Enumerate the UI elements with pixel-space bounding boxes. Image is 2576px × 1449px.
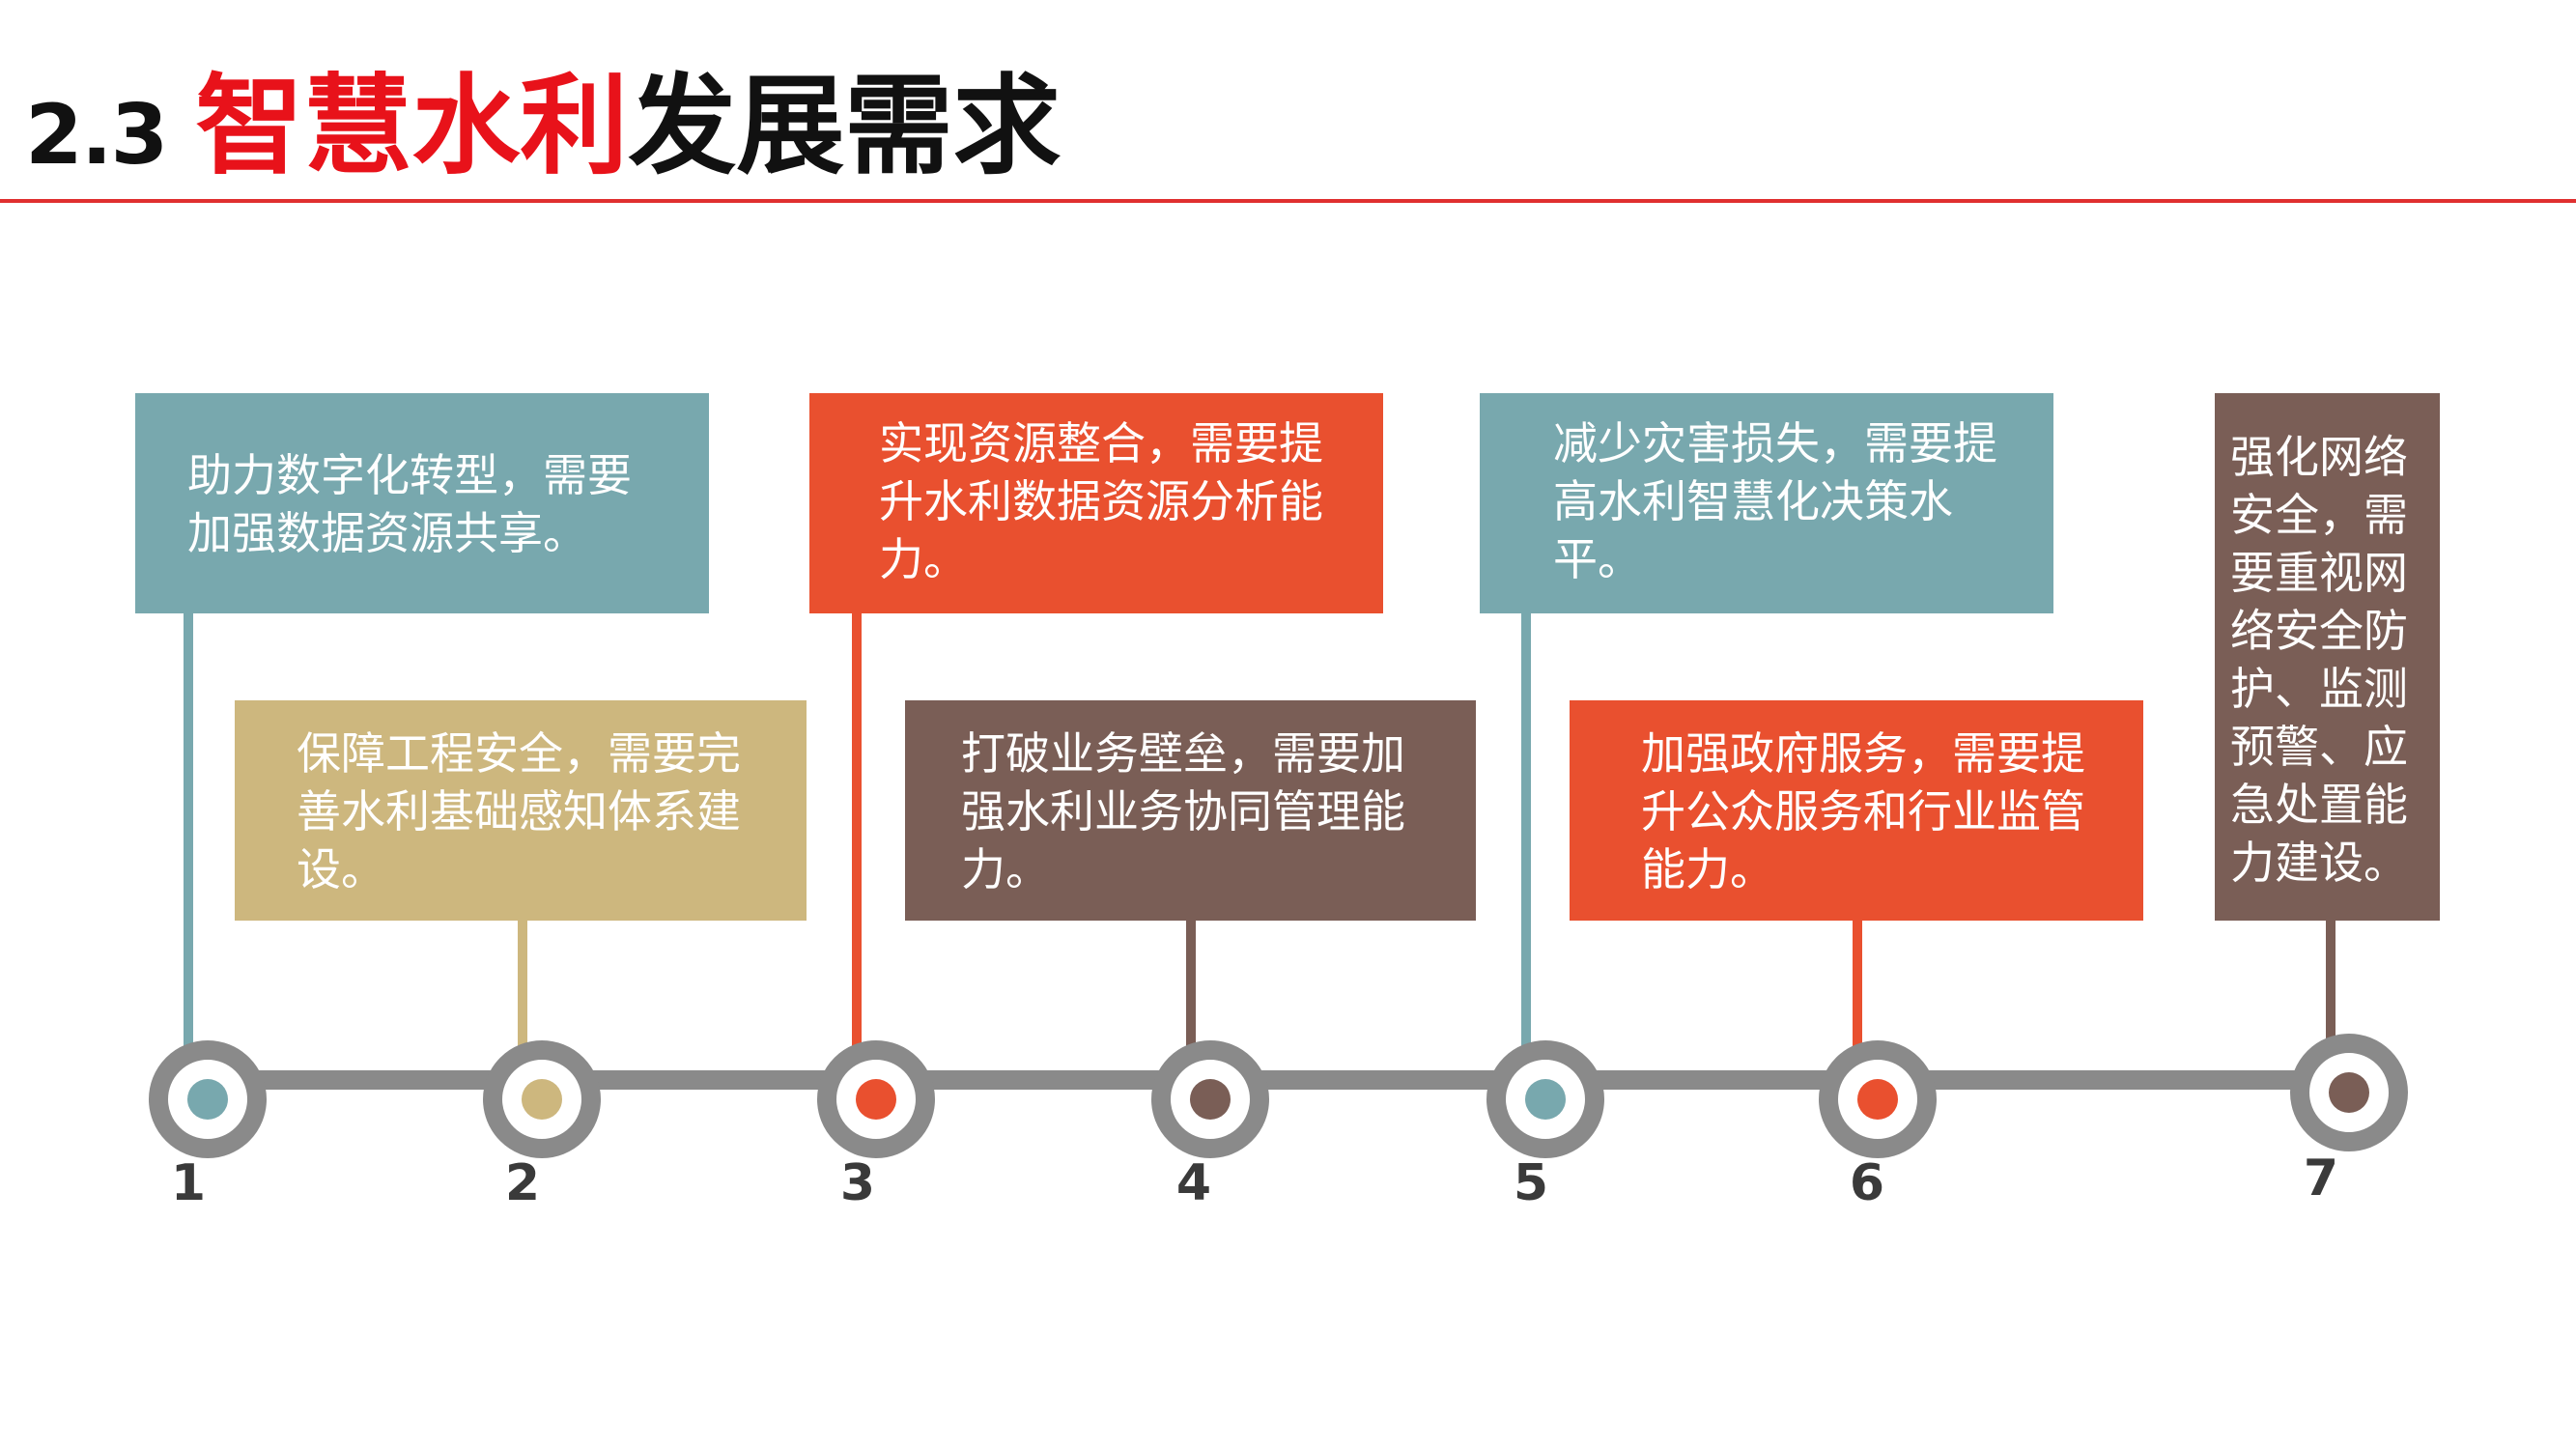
step-label-2: 2 [504, 1154, 541, 1212]
timeline-node-5 [1486, 1040, 1604, 1158]
connector-3 [852, 612, 862, 1072]
step-label-1: 1 [170, 1154, 207, 1212]
page-title: 2.3 智慧水利 发展需求 [25, 39, 1061, 189]
step-text-3: 实现资源整合，需要提升水利数据资源分析能力。 [879, 417, 1323, 585]
step-text-4: 打破业务壁垒，需要加强水利业务协同管理能力。 [961, 727, 1405, 895]
title-divider [0, 199, 2576, 203]
connector-6 [1853, 920, 1862, 1072]
timeline-node-2 [483, 1040, 601, 1158]
connector-7 [2326, 920, 2335, 1055]
step-box-7: 强化网络安全，需要重视网络安全防护、监测预警、应急处置能力建设。 [2215, 393, 2440, 921]
node-dot-5 [1525, 1079, 1566, 1120]
step-label-4: 4 [1175, 1154, 1212, 1212]
node-dot-6 [1857, 1079, 1898, 1120]
timeline-node-4 [1151, 1040, 1269, 1158]
connector-1 [184, 612, 193, 1072]
step-label-3: 3 [839, 1154, 876, 1212]
step-box-3: 实现资源整合，需要提升水利数据资源分析能力。 [809, 393, 1383, 613]
step-box-4: 打破业务壁垒，需要加强水利业务协同管理能力。 [905, 700, 1476, 921]
step-box-6: 加强政府服务，需要提升公众服务和行业监管能力。 [1570, 700, 2143, 921]
title-highlight: 智慧水利 [195, 64, 629, 189]
node-dot-4 [1190, 1079, 1231, 1120]
connector-4 [1186, 920, 1196, 1072]
step-label-6: 6 [1849, 1154, 1885, 1212]
section-number: 2.3 [25, 87, 168, 184]
step-box-5: 减少灾害损失，需要提高水利智慧化决策水平。 [1480, 393, 2053, 613]
step-text-7: 强化网络安全，需要重视网络安全防护、监测预警、应急处置能力建设。 [2230, 431, 2408, 889]
node-dot-2 [522, 1079, 562, 1120]
node-dot-3 [856, 1079, 896, 1120]
timeline-node-7 [2290, 1034, 2408, 1151]
timeline-node-1 [149, 1040, 267, 1158]
connector-5 [1521, 612, 1531, 1072]
connector-2 [518, 920, 527, 1072]
step-box-1: 助力数字化转型，需要加强数据资源共享。 [135, 393, 709, 613]
node-dot-1 [187, 1079, 228, 1120]
timeline-node-3 [817, 1040, 935, 1158]
timeline-node-6 [1819, 1040, 1937, 1158]
step-text-1: 助力数字化转型，需要加强数据资源共享。 [187, 449, 632, 559]
step-text-5: 减少灾害损失，需要提高水利智慧化决策水平。 [1553, 417, 1997, 585]
step-text-2: 保障工程安全，需要完善水利基础感知体系建设。 [297, 727, 741, 895]
step-label-7: 7 [2303, 1150, 2339, 1208]
step-label-5: 5 [1513, 1154, 1549, 1212]
title-rest: 发展需求 [628, 64, 1062, 189]
step-text-6: 加强政府服务，需要提升公众服务和行业监管能力。 [1641, 727, 2085, 895]
node-dot-7 [2329, 1072, 2369, 1113]
step-box-2: 保障工程安全，需要完善水利基础感知体系建设。 [235, 700, 807, 921]
